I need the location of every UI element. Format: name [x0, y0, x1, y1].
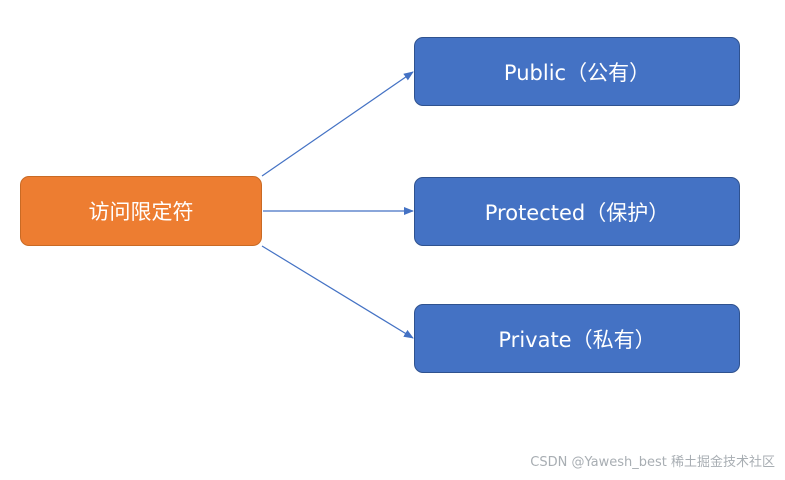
access-modifier-label: 访问限定符 [88, 200, 194, 224]
private-node: Private（私有） [414, 304, 740, 373]
watermark: CSDN @Yawesh_best 稀土掘金技术社区 [530, 455, 775, 470]
protected-label: Protected（保护） [484, 200, 670, 225]
private-label: Private（私有） [498, 327, 656, 352]
public-label: Public（公有） [503, 60, 651, 85]
protected-node: Protected（保护） [414, 177, 740, 246]
arrow-to-public [261, 71, 414, 177]
public-node: Public（公有） [414, 37, 740, 106]
access-modifier-node: 访问限定符 [20, 176, 262, 246]
arrow-to-private [261, 245, 414, 339]
